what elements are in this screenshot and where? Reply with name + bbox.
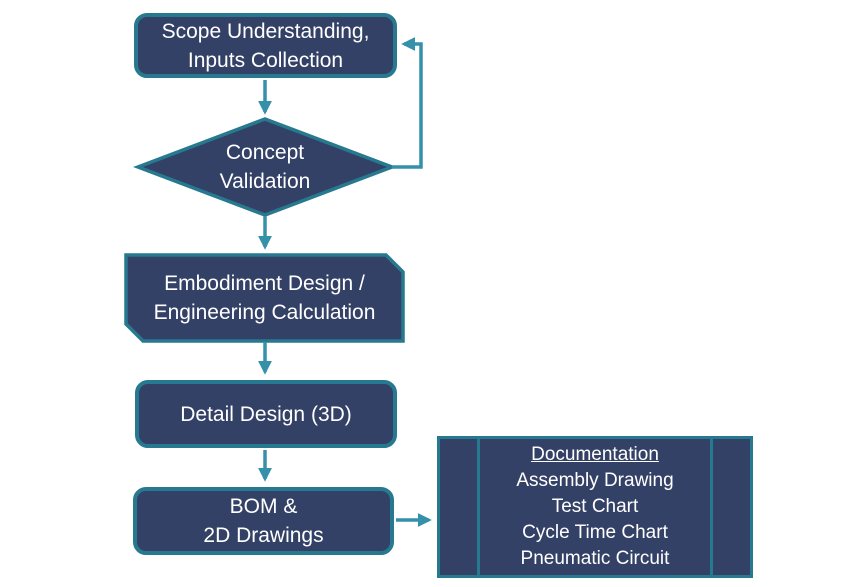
documentation-item: Cycle Time Chart	[522, 522, 668, 543]
scope-node[interactable]: Scope Understanding, Inputs Collection	[134, 13, 397, 78]
embodiment-design-shape[interactable]	[124, 253, 405, 343]
scope-node-line2: Inputs Collection	[187, 48, 344, 72]
predefined-process-right-bar	[710, 439, 713, 575]
documentation-node[interactable]: Documentation Assembly Drawing Test Char…	[437, 436, 753, 578]
bom-node-line1: BOM &	[229, 495, 298, 518]
bom-node-line2: 2D Drawings	[203, 524, 324, 547]
scope-node-line1: Scope Understanding,	[161, 19, 370, 43]
documentation-item: Pneumatic Circuit	[520, 548, 670, 569]
documentation-text: Documentation Assembly Drawing Test Char…	[480, 439, 710, 575]
detail-design-label: Detail Design (3D)	[180, 402, 352, 426]
documentation-heading: Documentation	[531, 444, 659, 465]
detail-design-node[interactable]: Detail Design (3D)	[135, 380, 397, 448]
feedback-loop-arrow	[392, 37, 423, 169]
concept-validation-diamond[interactable]	[133, 117, 397, 217]
bom-node[interactable]: BOM & 2D Drawings	[133, 487, 394, 555]
documentation-item: Test Chart	[551, 496, 639, 517]
documentation-item: Assembly Drawing	[516, 470, 674, 491]
predefined-process-left-bar	[477, 439, 480, 575]
